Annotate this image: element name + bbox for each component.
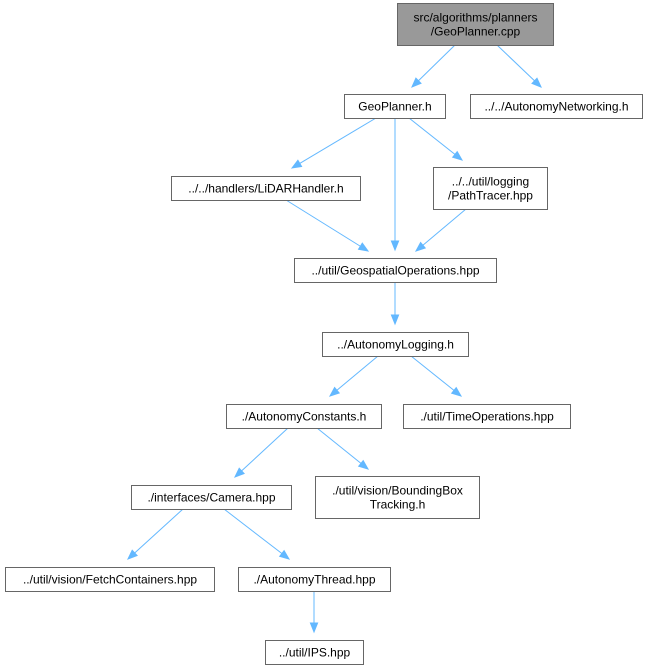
edge-autonomy_logging-to-autonomy_constants [328, 355, 379, 397]
node-label-line: ./AutonomyThread.hpp [253, 573, 375, 587]
edge-root-to-autonomy_networking [496, 44, 542, 88]
edge-line [134, 508, 184, 554]
node-box [226, 404, 382, 429]
node-box [171, 176, 361, 201]
node-label-line: ./AutonomyConstants.h [242, 410, 367, 424]
arrowhead-icon [234, 467, 245, 478]
edge-line [299, 117, 377, 164]
node-autonomy-networking[interactable]: ../../AutonomyNetworking.h [470, 94, 643, 119]
node-autonomy-logging[interactable]: ../AutonomyLogging.h [322, 332, 469, 357]
node-label-line: ./util/vision/BoundingBox [332, 484, 463, 498]
arrowhead-icon [357, 242, 370, 252]
arrowhead-icon [414, 241, 427, 252]
edge-line [418, 44, 456, 82]
arrowhead-icon [390, 240, 400, 252]
node-box [397, 3, 554, 46]
arrowhead-icon [390, 314, 400, 326]
node-label-line: ./interfaces/Camera.hpp [147, 491, 275, 505]
node-box [322, 332, 469, 357]
edge-line [422, 208, 467, 246]
node-autonomy-constants[interactable]: ./AutonomyConstants.h [226, 404, 382, 429]
arrowhead-icon [290, 159, 303, 169]
node-label-line: ../../handlers/LiDARHandler.h [188, 182, 343, 196]
node-box [315, 476, 480, 519]
arrowhead-icon [127, 549, 138, 560]
node-box [265, 640, 364, 665]
node-box [344, 94, 446, 119]
edges-layer [127, 44, 542, 634]
node-box [238, 567, 391, 592]
node-label-line: ../AutonomyLogging.h [337, 338, 454, 352]
edge-line [410, 355, 455, 391]
edge-lidar_handler-to-geospatial_ops [285, 199, 370, 252]
arrowhead-icon [450, 386, 463, 397]
arrowhead-icon [357, 459, 370, 470]
node-root: src/algorithms/planners/GeoPlanner.cpp [397, 3, 554, 46]
node-label-line: ../util/IPS.hpp [279, 646, 351, 660]
node-box [294, 258, 497, 283]
node-time-ops[interactable]: ./util/TimeOperations.hpp [403, 404, 571, 429]
node-label-line: /PathTracer.hpp [448, 189, 533, 203]
edge-camera-to-autonomy_thread [223, 508, 291, 560]
edge-line [223, 508, 283, 554]
edge-autonomy_logging-to-time_ops [410, 355, 463, 397]
node-label-line: ../util/vision/FetchContainers.hpp [23, 573, 197, 587]
edge-geoplanner_h-to-geospatial_ops [390, 118, 400, 252]
edge-line [316, 427, 362, 464]
node-label-line: ../../util/logging [452, 175, 529, 189]
node-fetch-containers[interactable]: ../util/vision/FetchContainers.hpp [5, 567, 215, 592]
edge-line [408, 117, 456, 155]
node-box [470, 94, 643, 119]
arrowhead-icon [328, 386, 341, 397]
edge-geoplanner_h-to-lidar_handler [290, 117, 377, 169]
edge-autonomy_thread-to-ips [309, 591, 319, 634]
node-box [131, 485, 292, 510]
node-label-line: Tracking.h [370, 498, 426, 512]
node-autonomy-thread[interactable]: ./AutonomyThread.hpp [238, 567, 391, 592]
node-ips[interactable]: ../util/IPS.hpp [265, 640, 364, 665]
nodes-layer: src/algorithms/planners/GeoPlanner.cppGe… [5, 3, 643, 665]
edge-line [336, 355, 379, 391]
node-box [403, 404, 571, 429]
node-path-tracer[interactable]: ../../util/logging/PathTracer.hpp [433, 167, 548, 210]
edge-line [496, 44, 535, 82]
edge-camera-to-fetch_containers [127, 508, 184, 560]
node-label-line: ../../AutonomyNetworking.h [484, 100, 628, 114]
arrowhead-icon [451, 150, 464, 161]
node-lidar-handler[interactable]: ../../handlers/LiDARHandler.h [171, 176, 361, 201]
node-label-line: ../util/GeospatialOperations.hpp [311, 264, 479, 278]
edge-autonomy_constants-to-camera [234, 427, 289, 478]
edge-root-to-geoplanner_h [411, 44, 456, 88]
node-label-line: ./util/TimeOperations.hpp [420, 410, 554, 424]
node-box [433, 167, 548, 210]
edge-autonomy_constants-to-bounding_box [316, 427, 370, 470]
edge-geospatial_ops-to-autonomy_logging [390, 282, 400, 326]
node-camera[interactable]: ./interfaces/Camera.hpp [131, 485, 292, 510]
arrowhead-icon [411, 77, 422, 88]
arrowhead-icon [278, 549, 291, 560]
node-box [5, 567, 215, 592]
node-label-line: src/algorithms/planners [413, 11, 537, 25]
node-label-line: /GeoPlanner.cpp [431, 25, 521, 39]
node-geospatial-ops[interactable]: ../util/GeospatialOperations.hpp [294, 258, 497, 283]
node-label-line: GeoPlanner.h [358, 100, 431, 114]
edge-line [241, 427, 289, 472]
arrowhead-icon [309, 622, 319, 634]
node-geoplanner-h[interactable]: GeoPlanner.h [344, 94, 446, 119]
edge-path_tracer-to-geospatial_ops [414, 208, 467, 252]
edge-line [285, 199, 361, 247]
arrowhead-icon [531, 77, 542, 88]
edge-geoplanner_h-to-path_tracer [408, 117, 464, 161]
